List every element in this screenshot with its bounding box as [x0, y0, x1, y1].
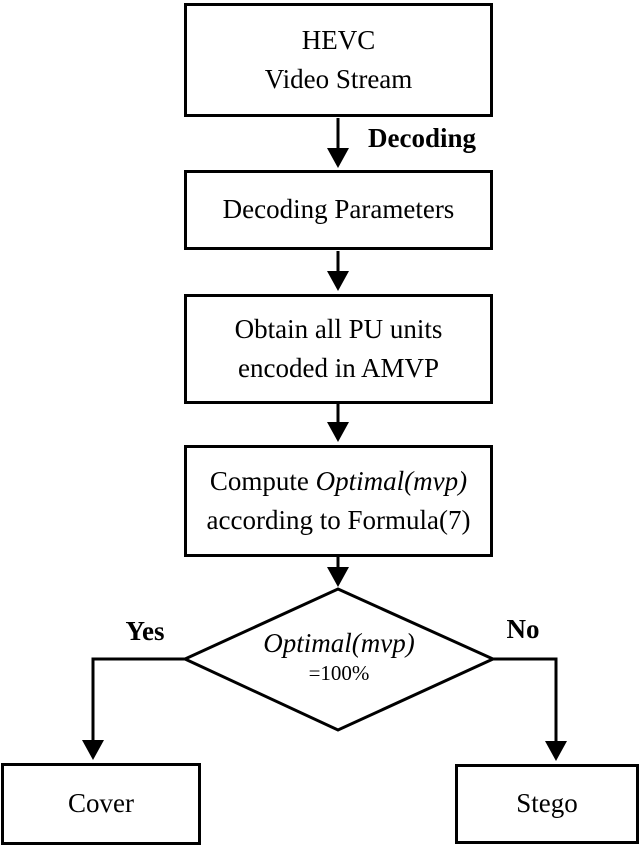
- decision-threshold-text: =100%: [308, 661, 370, 686]
- arrow-parameters-to-pu: [327, 251, 349, 291]
- node-label: Decoding Parameters: [222, 194, 455, 225]
- arrowhead-icon: [327, 422, 349, 442]
- arrow-yes-to-cover: [82, 657, 185, 760]
- edge-label-no: No: [506, 614, 540, 644]
- decision-condition-text: Optimal(mvp): [263, 628, 415, 658]
- node-label: encoded in AMVP: [238, 353, 439, 383]
- node-stego: Stego: [455, 764, 639, 844]
- node-obtain-pu-units: Obtain all PU units encoded in AMVP: [184, 294, 493, 404]
- node-decoding-parameters: Decoding Parameters: [184, 170, 493, 250]
- arrowhead-icon: [327, 148, 349, 168]
- node-label-italic: Optimal(mvp): [315, 465, 468, 496]
- edge-label-yes: Yes: [125, 616, 165, 646]
- node-label: Cover: [68, 788, 134, 819]
- node-label-text: Compute: [209, 465, 316, 496]
- node-label: Compute Optimal(mvp): [210, 462, 467, 501]
- node-hevc-video-stream: HEVC Video Stream: [184, 3, 493, 117]
- arrow-shaft: [493, 657, 558, 743]
- arrowhead-icon: [327, 271, 349, 291]
- node-compute-optimal: Compute Optimal(mvp) according to Formul…: [184, 445, 493, 557]
- node-label: Video Stream: [264, 64, 413, 94]
- arrowhead-icon: [545, 741, 567, 761]
- edge-label-decoding: Decoding: [368, 123, 476, 153]
- node-label: Obtain all PU units: [234, 313, 443, 344]
- arrow-pu-to-compute: [327, 404, 349, 442]
- arrow-no-to-stego: [493, 657, 567, 761]
- node-cover: Cover: [1, 763, 201, 845]
- arrow-shaft: [91, 657, 185, 742]
- arrowhead-icon: [327, 567, 349, 587]
- arrowhead-icon: [82, 740, 104, 760]
- decision-label: Optimal(mvp) =100%: [189, 627, 489, 687]
- arrow-hevc-to-parameters: [327, 118, 349, 168]
- node-label: according to Formula(7): [206, 505, 471, 535]
- node-label: Stego: [516, 788, 578, 819]
- node-label: HEVC: [301, 24, 376, 55]
- arrow-compute-to-decision: [327, 557, 349, 587]
- decision-diamond: [181, 587, 497, 732]
